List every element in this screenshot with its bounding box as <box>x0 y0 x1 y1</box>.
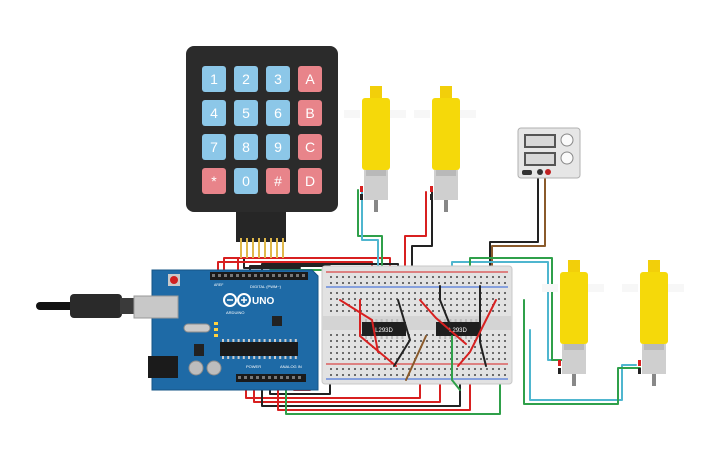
reset-button[interactable] <box>170 276 178 284</box>
analog-label: ANALOG IN <box>280 364 302 369</box>
keypad-pin <box>252 238 254 258</box>
keypad-key-label: 2 <box>242 71 250 87</box>
voltage-knob-icon[interactable] <box>560 133 574 147</box>
dc-jack <box>148 356 178 378</box>
power-label: POWER <box>246 364 261 369</box>
keypad-key[interactable]: C <box>298 134 322 160</box>
keypad-key[interactable]: 4 <box>202 100 226 126</box>
keypad-pin <box>276 238 278 258</box>
wire-green <box>285 359 501 415</box>
keypad-key[interactable]: 1 <box>202 66 226 92</box>
keypad-key[interactable]: 0 <box>234 168 258 194</box>
driver-label: L293D <box>375 328 393 334</box>
keypad-key-label: 7 <box>210 139 218 155</box>
keypad-key[interactable]: D <box>298 168 322 194</box>
wire-green <box>523 299 641 405</box>
digital-label: DIGITAL (PWM~) <box>250 284 282 289</box>
keypad-key-label: D <box>305 173 315 189</box>
current-knob-icon[interactable] <box>560 151 574 165</box>
front-wires <box>339 285 497 391</box>
keypad-key-label: 3 <box>274 71 282 87</box>
keypad-key[interactable]: B <box>298 100 322 126</box>
keypad-key-label: # <box>274 173 282 189</box>
keypad-key-label: 9 <box>274 139 282 155</box>
keypad-key[interactable]: 3 <box>266 66 290 92</box>
power-switch[interactable] <box>522 170 532 175</box>
keypad-key[interactable]: 5 <box>234 100 258 126</box>
keypad-key-label: 0 <box>242 173 250 189</box>
keypad-key-label: * <box>211 173 217 189</box>
keypad-key-label: 5 <box>242 105 250 121</box>
keypad-key[interactable]: 9 <box>266 134 290 160</box>
board-model: UNO <box>252 296 274 307</box>
dc-motor[interactable] <box>414 86 476 212</box>
keypad-key-label: 6 <box>274 105 282 121</box>
keypad-key-label: 4 <box>210 105 218 121</box>
keypad-key[interactable]: 8 <box>234 134 258 160</box>
motor-shaft <box>652 374 656 386</box>
motor-shaft <box>572 374 576 386</box>
arduino-logo-icon <box>223 293 251 307</box>
arduino-uno[interactable]: UNO ARDUINO DIGITAL (PWM~) AREF POWER AN… <box>36 269 319 391</box>
keypad-pin <box>240 238 242 258</box>
keypad-pin <box>258 238 260 258</box>
microcontroller-chip <box>220 342 298 356</box>
keypad-key-label: 1 <box>210 71 218 87</box>
keypad-pin <box>264 238 266 258</box>
keypad[interactable]: 1 2 3 A 4 5 6 B 7 8 9 C * 0 # D <box>186 46 338 258</box>
keypad-ribbon <box>236 212 286 242</box>
motor-driver-chip[interactable]: L293D <box>362 319 406 339</box>
keypad-key[interactable]: 2 <box>234 66 258 92</box>
usb-port <box>133 295 179 319</box>
keypad-pin <box>246 238 248 258</box>
capacitor <box>206 360 222 376</box>
usb-plug <box>70 294 122 318</box>
keypad-key[interactable]: A <box>298 66 322 92</box>
keypad-key[interactable]: * <box>202 168 226 194</box>
capacitor <box>188 360 204 376</box>
dc-motor[interactable] <box>344 86 406 212</box>
driver-label: L293D <box>449 328 467 334</box>
keypad-key[interactable]: # <box>266 168 290 194</box>
dc-motor[interactable] <box>542 260 604 386</box>
keypad-key[interactable]: 6 <box>266 100 290 126</box>
keypad-pin <box>270 238 272 258</box>
wire-cyan <box>529 329 637 401</box>
keypad-key-label: A <box>305 71 315 87</box>
terminal-negative <box>537 169 543 175</box>
terminal-positive <box>545 169 551 175</box>
keypad-key[interactable]: 7 <box>202 134 226 160</box>
power-supply[interactable] <box>517 127 581 179</box>
dc-motor[interactable] <box>622 260 684 386</box>
keypad-pin <box>282 238 284 258</box>
digital-header <box>210 272 308 280</box>
wire-black <box>269 377 331 395</box>
motor-shaft <box>374 200 378 212</box>
aref-label: AREF <box>214 283 223 287</box>
board-brand: ARDUINO <box>226 310 244 315</box>
motor-shaft <box>444 200 448 212</box>
keypad-key-label: 8 <box>242 139 250 155</box>
keypad-key-label: C <box>305 139 315 155</box>
wire-red <box>277 359 471 411</box>
keypad-key-label: B <box>305 105 314 121</box>
